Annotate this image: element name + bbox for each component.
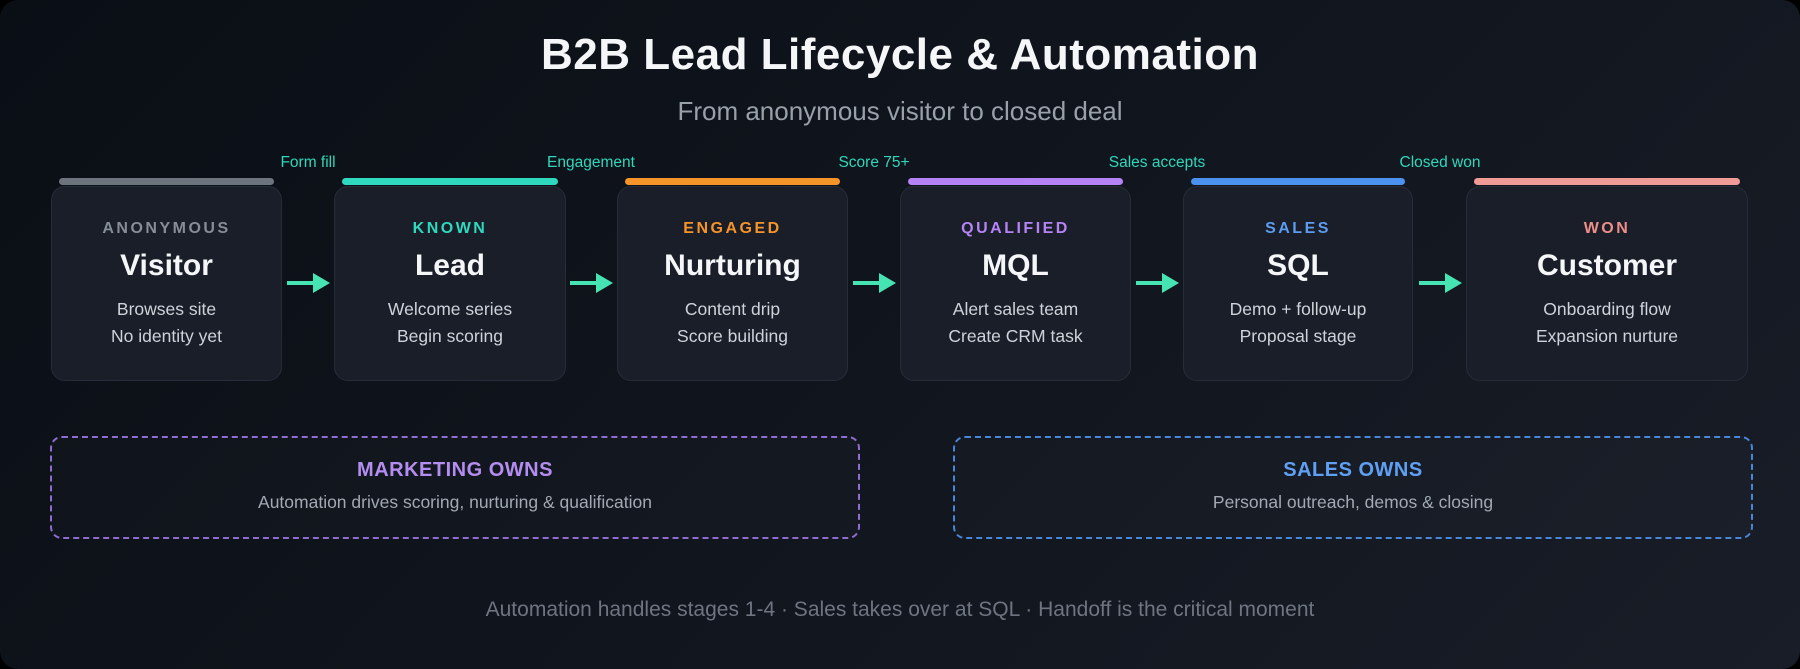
transition-label: Score 75+	[838, 154, 910, 171]
transition-label: Form fill	[280, 154, 336, 171]
stage-description-line: Onboarding flow	[1543, 299, 1671, 319]
stage-title: Customer	[1536, 249, 1678, 282]
stage-label: KNOWN	[412, 220, 488, 237]
stage-title: Lead	[414, 249, 486, 282]
stage-label: ANONYMOUS	[102, 220, 231, 237]
stage-description-line: Content drip	[684, 299, 781, 319]
transition-label: Engagement	[547, 154, 635, 171]
stage-label: QUALIFIED	[961, 220, 1070, 237]
stage-card-mql: QUALIFIED MQL Alert sales team Create CR…	[900, 178, 1131, 381]
marketing-owns-title: MARKETING OWNS	[357, 459, 553, 481]
stage-description: Welcome series Begin scoring	[335, 296, 565, 350]
arrow-right-icon	[853, 273, 896, 293]
stage-description-line: Demo + follow-up	[1229, 299, 1367, 319]
stage-description-line: Browses site	[116, 299, 217, 319]
stage-accent-bar	[1191, 178, 1405, 185]
stage-accent-bar	[908, 178, 1123, 185]
stage-card-body: ENGAGED Nurturing Content drip Score bui…	[617, 186, 848, 381]
stage-description-line: Expansion nurture	[1535, 326, 1679, 346]
stage-description: Demo + follow-up Proposal stage	[1184, 296, 1412, 350]
page-title: B2B Lead Lifecycle & Automation	[541, 30, 1259, 79]
stage-description-line: Begin scoring	[396, 326, 504, 346]
stage-description-line: Create CRM task	[948, 326, 1083, 346]
stage-description-line: Alert sales team	[952, 299, 1079, 319]
stage-description: Onboarding flow Expansion nurture	[1467, 296, 1747, 350]
stage-description: Browses site No identity yet	[52, 296, 281, 350]
arrow-right-icon	[1419, 273, 1462, 293]
marketing-owns-subtitle: Automation drives scoring, nurturing & q…	[258, 492, 652, 512]
transition-label: Sales accepts	[1108, 154, 1206, 171]
stage-title: Visitor	[120, 249, 213, 282]
stage-description-line: No identity yet	[111, 326, 222, 346]
transition-label: Closed won	[1399, 154, 1481, 171]
stage-label: ENGAGED	[683, 220, 782, 237]
arrow-right-icon	[1136, 273, 1179, 293]
marketing-owns-box: MARKETING OWNS Automation drives scoring…	[50, 436, 860, 539]
footer-note: Automation handles stages 1-4 · Sales ta…	[485, 598, 1315, 621]
stage-card-customer: WON Customer Onboarding flow Expansion n…	[1466, 178, 1748, 381]
stage-card-lead: KNOWN Lead Welcome series Begin scoring	[334, 178, 566, 381]
stage-description: Alert sales team Create CRM task	[901, 296, 1130, 350]
stage-accent-bar	[59, 178, 274, 185]
arrow-right-icon	[287, 273, 330, 293]
arrow-right-icon	[570, 273, 613, 293]
stage-accent-bar	[342, 178, 558, 185]
stage-description: Content drip Score building	[618, 296, 847, 350]
stage-card-visitor: ANONYMOUS Visitor Browses site No identi…	[51, 178, 282, 381]
stage-title: SQL	[1267, 249, 1329, 282]
sales-owns-subtitle: Personal outreach, demos & closing	[1212, 492, 1494, 512]
stage-card-nurturing: ENGAGED Nurturing Content drip Score bui…	[617, 178, 848, 381]
stage-label: WON	[1583, 220, 1631, 237]
stage-card-body: QUALIFIED MQL Alert sales team Create CR…	[900, 186, 1131, 381]
stage-card-sql: SALES SQL Demo + follow-up Proposal stag…	[1183, 178, 1413, 381]
stage-accent-bar	[1474, 178, 1740, 185]
stage-card-body: KNOWN Lead Welcome series Begin scoring	[334, 186, 566, 381]
stage-card-body: SALES SQL Demo + follow-up Proposal stag…	[1183, 186, 1413, 381]
page-subtitle: From anonymous visitor to closed deal	[677, 96, 1123, 126]
stage-description-line: Score building	[677, 326, 788, 346]
sales-owns-box: SALES OWNS Personal outreach, demos & cl…	[953, 436, 1753, 539]
stage-card-body: WON Customer Onboarding flow Expansion n…	[1466, 186, 1748, 381]
stage-card-body: ANONYMOUS Visitor Browses site No identi…	[51, 186, 282, 381]
stage-accent-bar	[625, 178, 840, 185]
sales-owns-title: SALES OWNS	[1283, 459, 1423, 481]
stage-description-line: Proposal stage	[1239, 326, 1357, 346]
stage-title: Nurturing	[664, 249, 801, 282]
stage-title: MQL	[982, 249, 1049, 282]
stage-label: SALES	[1265, 220, 1331, 237]
stage-description-line: Welcome series	[387, 299, 513, 319]
